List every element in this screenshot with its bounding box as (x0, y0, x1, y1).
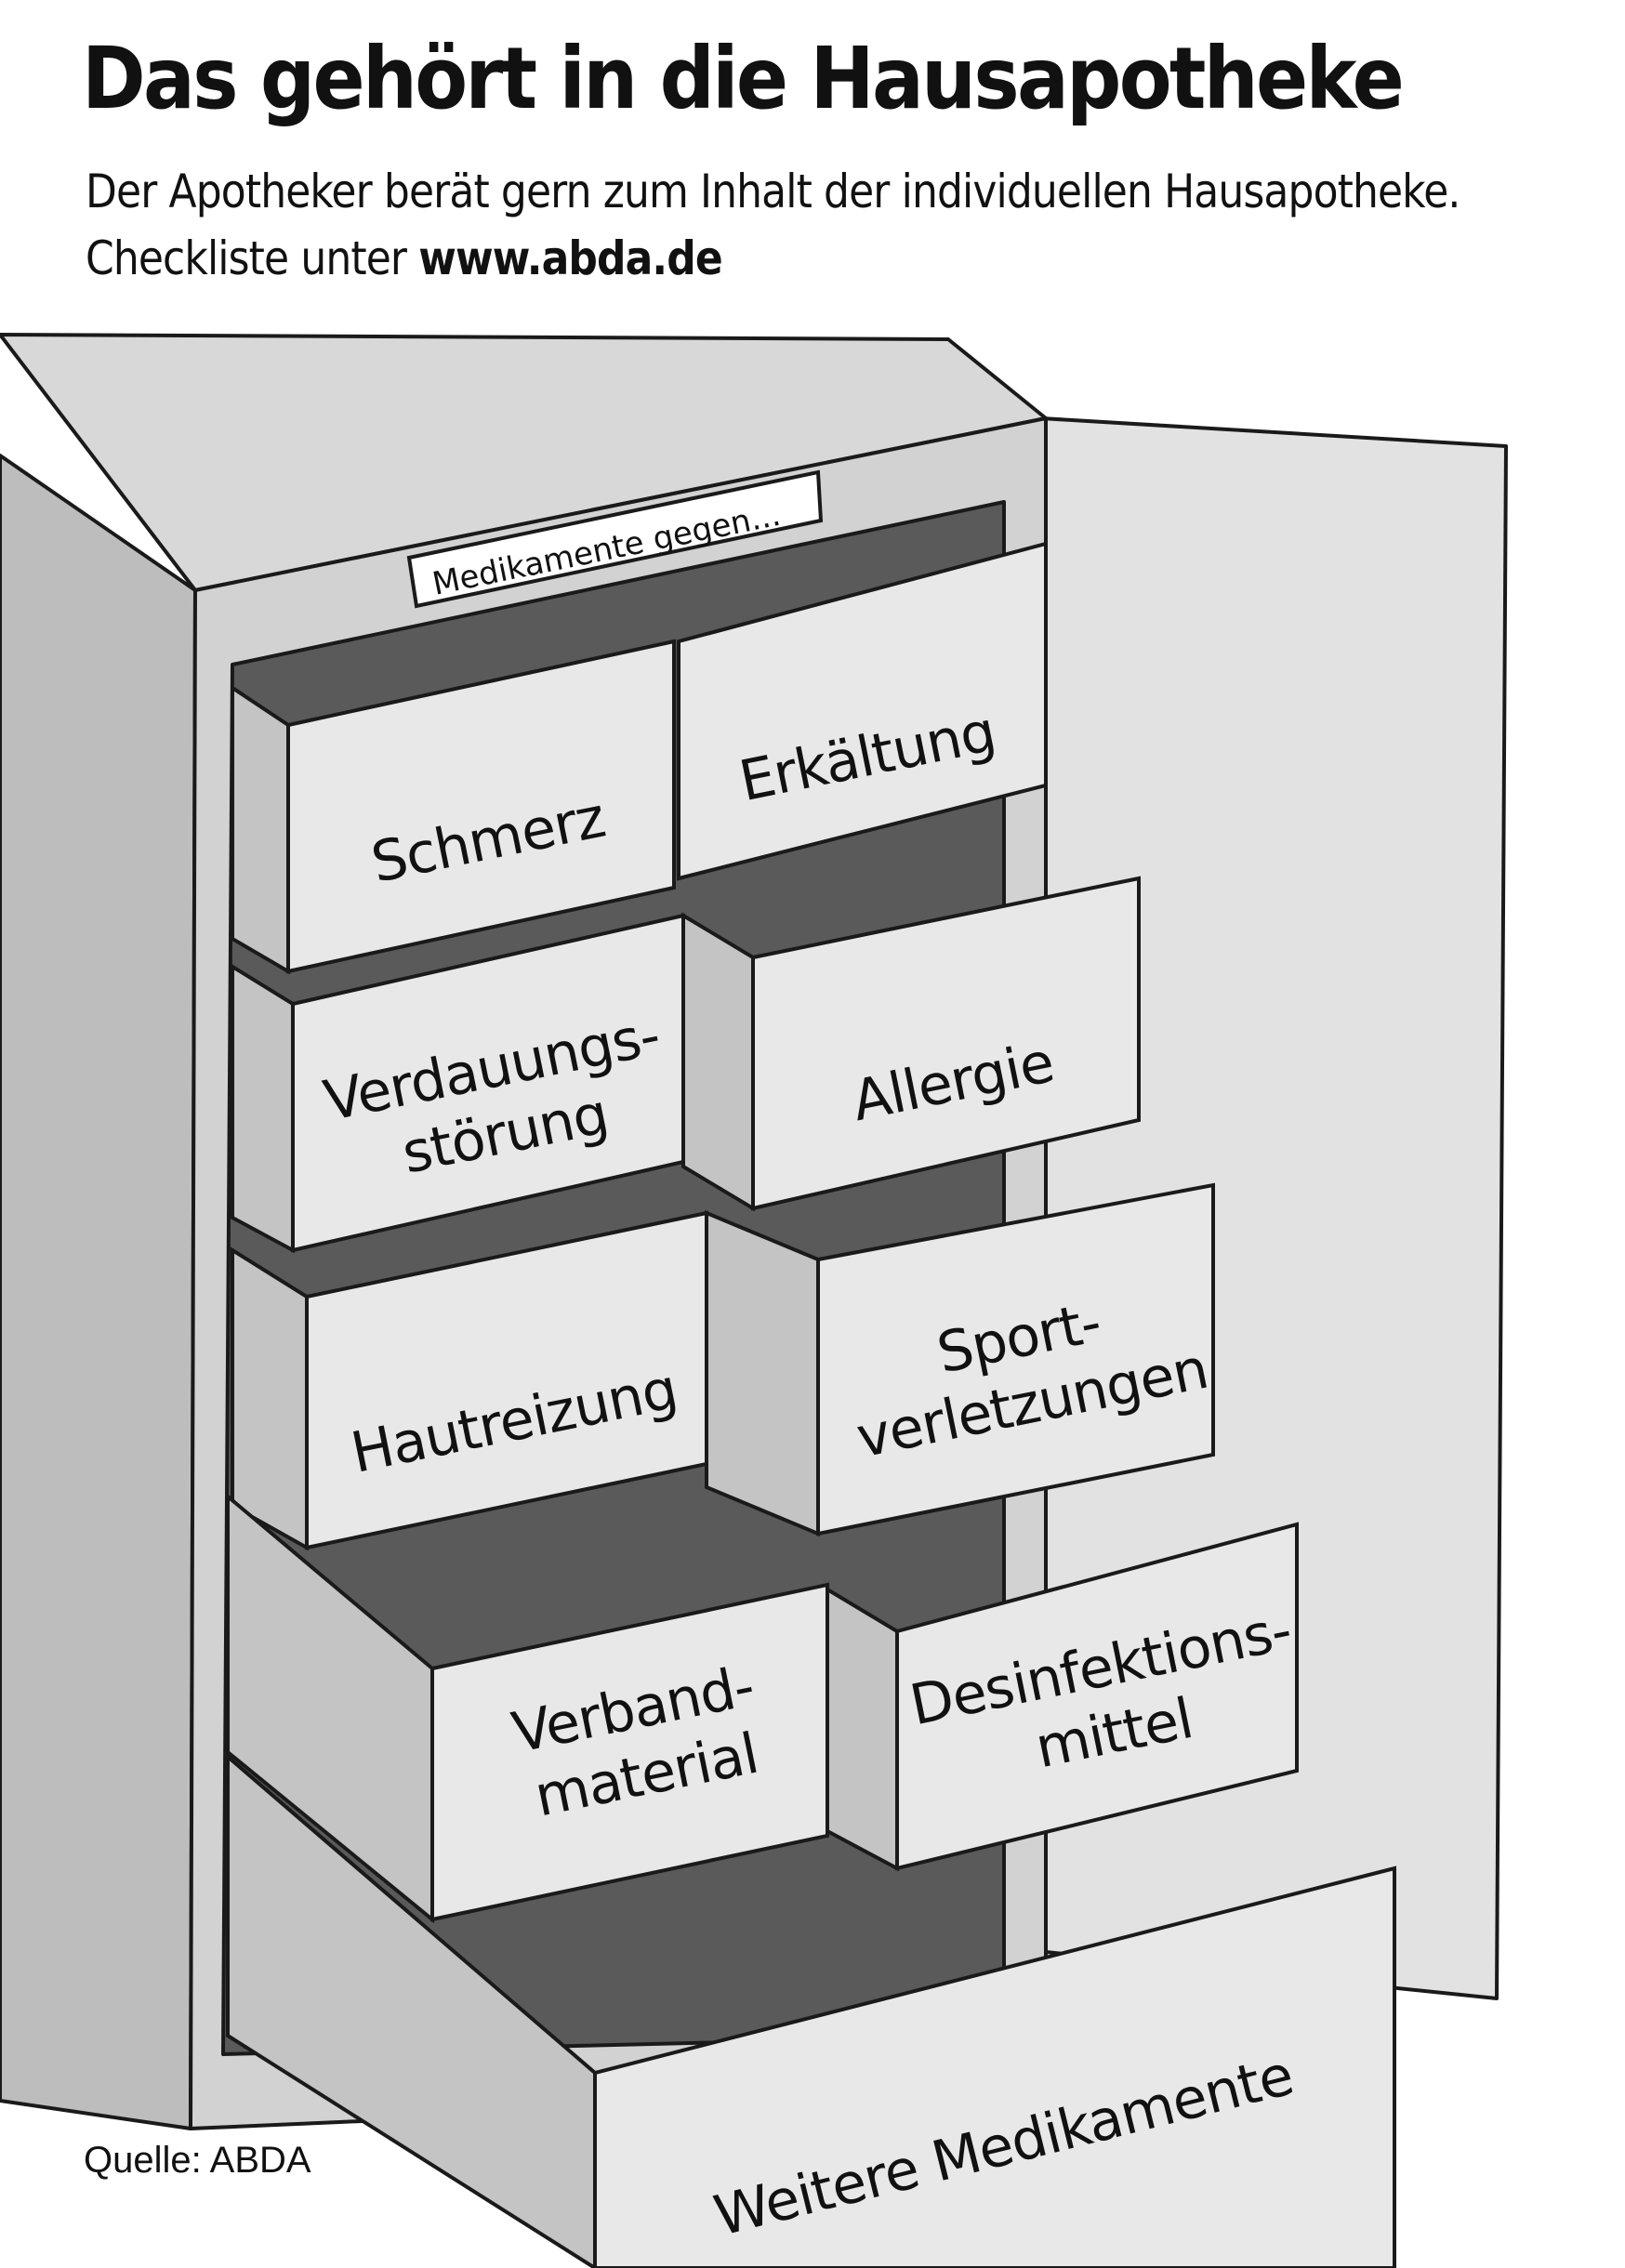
drawer-schmerz[interactable]: Schmerz (231, 639, 676, 975)
drawer-side-panel (231, 684, 290, 975)
drawer-front-panel (593, 1866, 1396, 2268)
source-note: Quelle: ABDA (84, 2140, 311, 2181)
drawer-front-panel (286, 639, 676, 974)
abda-link[interactable]: www.abda.de (418, 231, 722, 285)
drawer-allergie[interactable]: Allergie (681, 876, 1141, 1212)
cabinet-side (0, 454, 197, 2130)
drawer-verband-material[interactable]: Verband-material (226, 1492, 829, 1924)
drawer-front-panel (751, 876, 1141, 1211)
page-subtitle: Der Apotheker berät gern zum Inhalt der … (86, 158, 1460, 292)
drawer-front-panel (816, 1182, 1215, 1536)
drawer-front-panel (677, 541, 1048, 881)
drawer-front-panel (430, 1582, 829, 1922)
drawer-verdauungs-störung[interactable]: Verdauungs-störung (231, 913, 685, 1254)
drawer-side-panel (826, 1586, 899, 1872)
page-title: Das gehört in die Hausapotheke (82, 29, 1405, 128)
drawer-weitere-medikamente[interactable]: Weitere Medikamente (226, 1752, 1396, 2268)
drawer-erkältung[interactable]: Erkältung (677, 541, 1048, 881)
drawer-front-panel (895, 1522, 1299, 1871)
drawer-side-panel (226, 1752, 597, 2268)
drawer-hautreizung[interactable]: Hautreizung (231, 1210, 708, 1551)
subtitle-line-2-prefix: Checkliste unter (86, 231, 407, 285)
drawer-side-panel (705, 1210, 820, 1536)
drawer-desinfektions-mittel[interactable]: Desinfektions-mittel (826, 1522, 1310, 1872)
drawer-side-panel (231, 1246, 309, 1551)
drawer-side-panel (231, 963, 295, 1254)
drawer-sport-verletzungen[interactable]: Sport-verletzungen (705, 1182, 1215, 1536)
subtitle-line-1: Der Apotheker berät gern zum Inhalt der … (86, 165, 1460, 218)
drawer-side-panel (681, 912, 755, 1212)
